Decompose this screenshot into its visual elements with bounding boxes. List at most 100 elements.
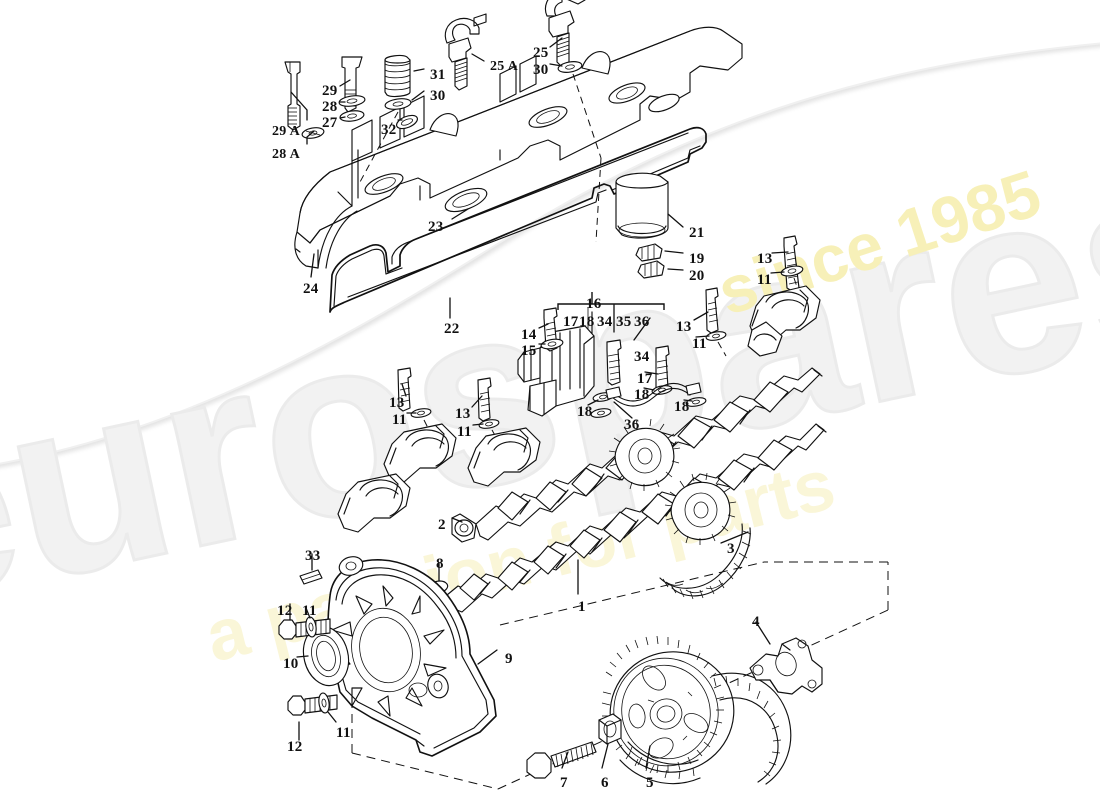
bolt-part-34-b xyxy=(606,339,622,386)
leader-lines xyxy=(289,37,789,769)
callout-24[interactable]: 24 xyxy=(303,281,319,297)
washer-part-11-e xyxy=(705,331,727,341)
alignment-dash-11e xyxy=(717,341,727,357)
callout-11[interactable]: 11 xyxy=(302,603,317,619)
bearing-cap-center-c xyxy=(467,427,541,487)
callout-6[interactable]: 6 xyxy=(601,775,609,791)
callout-13[interactable]: 13 xyxy=(676,319,692,335)
callout-13[interactable]: 13 xyxy=(389,395,405,411)
washer-part-11-a xyxy=(305,616,317,638)
callout-13[interactable]: 13 xyxy=(757,251,773,267)
callout-12[interactable]: 12 xyxy=(287,739,303,755)
callout-5[interactable]: 5 xyxy=(646,775,654,791)
callout-10[interactable]: 10 xyxy=(283,656,299,672)
callout-18[interactable]: 18 xyxy=(577,404,593,420)
washer-part-15 xyxy=(540,338,564,350)
callout-7[interactable]: 7 xyxy=(560,775,568,791)
callout-18[interactable]: 18 xyxy=(634,387,650,403)
callout-36[interactable]: 36 xyxy=(634,314,650,330)
callout-13[interactable]: 13 xyxy=(455,406,471,422)
callout-33[interactable]: 33 xyxy=(305,548,321,564)
callout-3[interactable]: 3 xyxy=(727,541,735,557)
timing-belt-pulley-part-5 xyxy=(601,635,735,774)
callout-12[interactable]: 12 xyxy=(277,603,293,619)
clip-part-19 xyxy=(635,243,663,262)
washer-part-18-e xyxy=(590,408,612,418)
callout-11[interactable]: 11 xyxy=(336,725,351,741)
callout-14[interactable]: 14 xyxy=(521,327,537,343)
callout-11[interactable]: 11 xyxy=(757,272,772,288)
timing-cover-part-9 xyxy=(327,556,497,757)
bolt-part-13-b xyxy=(477,377,492,422)
callout-28[interactable]: 28 xyxy=(322,99,338,115)
crank-seal-part-10 xyxy=(302,625,350,687)
washer-part-28a xyxy=(301,127,325,139)
bolt-part-17-b xyxy=(655,345,670,392)
bolt-part-13-d xyxy=(783,235,800,292)
callout-25a[interactable]: 25 A xyxy=(490,59,519,74)
callout-27[interactable]: 27 xyxy=(322,115,338,131)
callout-36[interactable]: 36 xyxy=(624,417,640,433)
callout-17[interactable]: 17 xyxy=(637,371,653,387)
washer-part-11-f xyxy=(780,265,804,277)
callout-29[interactable]: 29 xyxy=(322,83,338,99)
fitting-part-20 xyxy=(637,260,665,279)
camshaft-bearing-cap-top-right xyxy=(747,285,821,357)
washer-part-11-d xyxy=(478,419,500,429)
callout-11[interactable]: 11 xyxy=(457,424,472,440)
callout-18[interactable]: 18 xyxy=(674,399,690,415)
callout-2[interactable]: 2 xyxy=(438,517,446,533)
callout-30[interactable]: 30 xyxy=(533,62,549,78)
timing-belt xyxy=(619,672,792,785)
callout-20[interactable]: 20 xyxy=(689,268,705,284)
valve-cover-part-24 xyxy=(294,26,743,269)
washer-part-30-lower xyxy=(557,61,583,73)
spacer-tube-part-21 xyxy=(615,172,669,239)
callout-23[interactable]: 23 xyxy=(428,219,444,235)
bolt-part-7 xyxy=(526,741,597,779)
chain-sprocket-lower xyxy=(664,472,737,545)
dowel-pin-part-33 xyxy=(299,569,323,585)
callout-32[interactable]: 32 xyxy=(381,122,397,138)
alignment-dash-31 xyxy=(359,111,399,183)
bearing-cap-center-a xyxy=(383,423,457,483)
callout-25[interactable]: 25 xyxy=(533,45,549,61)
washer-part-11-c xyxy=(410,408,432,418)
banjo-fitting-part-25 xyxy=(544,0,586,67)
callout-4[interactable]: 4 xyxy=(752,614,760,630)
callout-9[interactable]: 9 xyxy=(505,651,513,667)
callout-35[interactable]: 35 xyxy=(616,314,632,330)
callout-11[interactable]: 11 xyxy=(392,412,407,428)
callout-17[interactable]: 17 xyxy=(563,314,579,330)
banjo-fitting-part-25a xyxy=(444,13,487,91)
bearing-cap-center-b xyxy=(337,473,411,533)
washer-part-18-c xyxy=(685,397,707,407)
alignment-dash-25b xyxy=(595,157,602,243)
washer-part-30-upper xyxy=(384,98,412,110)
chain-sprocket-upper xyxy=(608,418,681,491)
callout-21[interactable]: 21 xyxy=(689,225,705,241)
bolt-part-13-c xyxy=(705,287,719,334)
washer-part-27 xyxy=(339,110,365,122)
callout-15[interactable]: 15 xyxy=(521,343,537,359)
callout-8[interactable]: 8 xyxy=(436,556,444,572)
callout-22[interactable]: 22 xyxy=(444,321,460,337)
alignment-dash-25 xyxy=(572,73,602,159)
o-ring-part-32 xyxy=(396,114,418,130)
camshaft-part-1 xyxy=(417,423,827,631)
callout-31[interactable]: 31 xyxy=(430,67,446,83)
callout-34[interactable]: 34 xyxy=(597,314,613,330)
callout-16[interactable]: 16 xyxy=(586,296,602,312)
callout-1[interactable]: 1 xyxy=(578,599,586,615)
washer-part-28 xyxy=(338,95,366,107)
callout-19[interactable]: 19 xyxy=(689,251,705,267)
washer-part-11-b xyxy=(318,692,330,714)
callout-11[interactable]: 11 xyxy=(692,336,707,352)
callout-34[interactable]: 34 xyxy=(634,349,650,365)
callout-18[interactable]: 18 xyxy=(579,314,595,330)
callout-28a[interactable]: 28 A xyxy=(272,147,301,162)
callout-29a[interactable]: 29 A xyxy=(272,124,301,139)
callout-30[interactable]: 30 xyxy=(430,88,446,104)
